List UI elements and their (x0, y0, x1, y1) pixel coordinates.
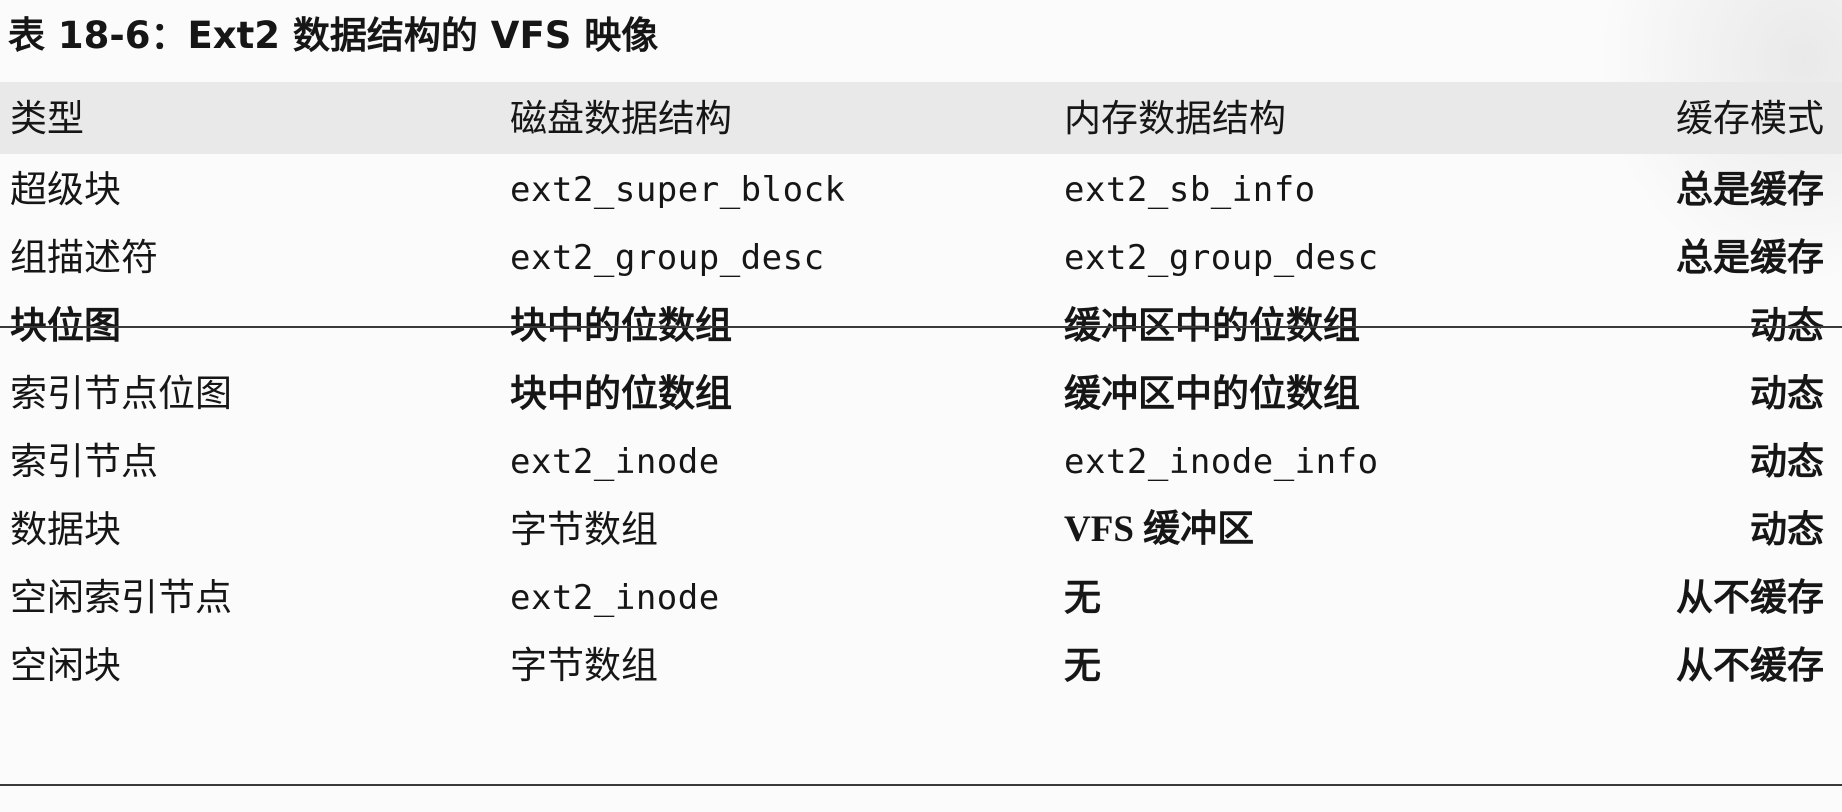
cell-disk: ext2_inode (510, 578, 720, 618)
cell-disk: 字节数组 (510, 508, 658, 551)
table-row: 块位图 块中的位数组 缓冲区中的位数组 动态 (0, 292, 1842, 360)
table-row: 数据块 字节数组 VFS 缓冲区 动态 (0, 496, 1842, 564)
cell-cache: 从不缓存 (1676, 644, 1824, 687)
cell-type: 空闲索引节点 (10, 576, 232, 619)
cell-type: 块位图 (10, 304, 121, 347)
table-divider (0, 326, 1842, 328)
cell-type: 索引节点 (10, 440, 158, 483)
header-cache: 缓存模式 (1676, 97, 1824, 140)
table-row: 索引节点位图 块中的位数组 缓冲区中的位数组 动态 (0, 360, 1842, 428)
cell-memory: ext2_group_desc (1064, 238, 1379, 278)
cell-disk: 块中的位数组 (510, 372, 732, 415)
cell-type: 数据块 (10, 508, 121, 551)
cell-cache: 动态 (1750, 372, 1824, 415)
cell-cache: 总是缓存 (1676, 236, 1824, 279)
table-header-band (0, 82, 1842, 154)
table-row: 超级块 ext2_super_block ext2_sb_info 总是缓存 (0, 156, 1842, 224)
cell-cache: 动态 (1750, 508, 1824, 551)
table-row: 组描述符 ext2_group_desc ext2_group_desc 总是缓… (0, 224, 1842, 292)
cell-disk: ext2_super_block (510, 170, 846, 210)
header-memory: 内存数据结构 (1064, 97, 1286, 140)
cell-disk: ext2_inode (510, 442, 720, 482)
cell-type: 超级块 (10, 168, 121, 211)
header-disk: 磁盘数据结构 (510, 97, 732, 140)
cell-memory: VFS 缓冲区 (1064, 509, 1255, 550)
cell-memory: 无 (1064, 644, 1101, 687)
cell-disk: 字节数组 (510, 644, 658, 687)
cell-type: 索引节点位图 (10, 372, 232, 415)
cell-cache: 总是缓存 (1676, 168, 1824, 211)
cell-cache: 动态 (1750, 440, 1824, 483)
table-bottom-rule (0, 784, 1842, 786)
cell-memory: ext2_sb_info (1064, 170, 1316, 210)
cell-cache: 动态 (1750, 304, 1824, 347)
cell-memory: ext2_inode_info (1064, 442, 1379, 482)
cell-memory: 缓冲区中的位数组 (1064, 304, 1360, 347)
cell-cache: 从不缓存 (1676, 576, 1824, 619)
table-row: 索引节点 ext2_inode ext2_inode_info 动态 (0, 428, 1842, 496)
cell-disk: 块中的位数组 (510, 304, 732, 347)
table-caption: 表 18-6：Ext2 数据结构的 VFS 映像 (8, 14, 659, 57)
cell-memory: 缓冲区中的位数组 (1064, 372, 1360, 415)
table-row: 空闲块 字节数组 无 从不缓存 (0, 632, 1842, 700)
cell-memory: 无 (1064, 576, 1101, 619)
cell-type: 空闲块 (10, 644, 121, 687)
cell-disk: ext2_group_desc (510, 238, 825, 278)
vfs-image-table: 类型 磁盘数据结构 内存数据结构 缓存模式 超级块 ext2_super_blo… (0, 82, 1842, 700)
table-header-row: 类型 磁盘数据结构 内存数据结构 缓存模式 (0, 82, 1842, 156)
cell-type: 组描述符 (10, 236, 158, 279)
table-row: 空闲索引节点 ext2_inode 无 从不缓存 (0, 564, 1842, 632)
header-type: 类型 (10, 97, 84, 140)
